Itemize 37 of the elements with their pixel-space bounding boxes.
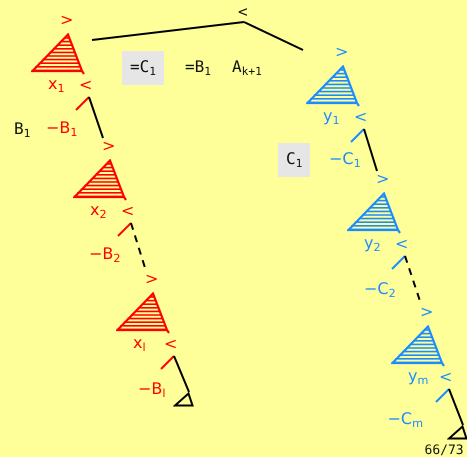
comparison-sign: <: [238, 4, 248, 20]
comparison-sign: >: [102, 138, 116, 154]
comparison-sign: <: [354, 109, 368, 125]
label: =B$_{1}$: [185, 59, 212, 77]
comparison-sign: <: [439, 369, 452, 385]
comparison-sign: <: [395, 236, 408, 252]
subtree-label: y$_{2}$: [364, 235, 381, 253]
comparison-sign: >: [145, 271, 158, 287]
edge-label: −B$_{2}$: [89, 246, 121, 264]
edge-label: −B$_{l}$: [138, 381, 166, 399]
highlighted-label: C$_{1}$: [278, 143, 310, 177]
comparison-sign: >: [60, 12, 74, 28]
tree-edge: [88, 96, 104, 138]
edge-label: −C$_{m}$: [388, 411, 423, 429]
comparison-sign: <: [79, 77, 92, 93]
edge-label: −B$_{1}$: [46, 120, 78, 138]
subtree-label: x$_{1}$: [48, 76, 65, 94]
edge-label: −C$_{1}$: [329, 151, 361, 169]
subtree-label: x$_{2}$: [90, 202, 107, 220]
comparison-sign: >: [420, 304, 434, 320]
subtree-label: x$_{l}$: [133, 335, 146, 353]
label: A$_{k+1}$: [232, 59, 262, 77]
tree-edge: [173, 356, 190, 392]
tree-edge: [92, 21, 244, 41]
edge-label: −C$_{2}$: [364, 281, 396, 299]
subtree-label: y$_{1}$: [323, 108, 340, 126]
subtree-label: y$_{m}$: [408, 368, 428, 386]
tree-edge: [448, 388, 464, 426]
comparison-sign: >: [376, 171, 390, 187]
tree-edge: [244, 21, 304, 51]
label: B$_{1}$: [14, 121, 30, 139]
page-number: 66/73: [424, 444, 464, 456]
comparison-sign: <: [121, 203, 134, 219]
highlighted-label: =C$_{1}$: [122, 51, 164, 85]
comparison-sign: >: [335, 44, 348, 60]
tree-edge: [363, 128, 378, 172]
comparison-sign: <: [164, 336, 178, 352]
